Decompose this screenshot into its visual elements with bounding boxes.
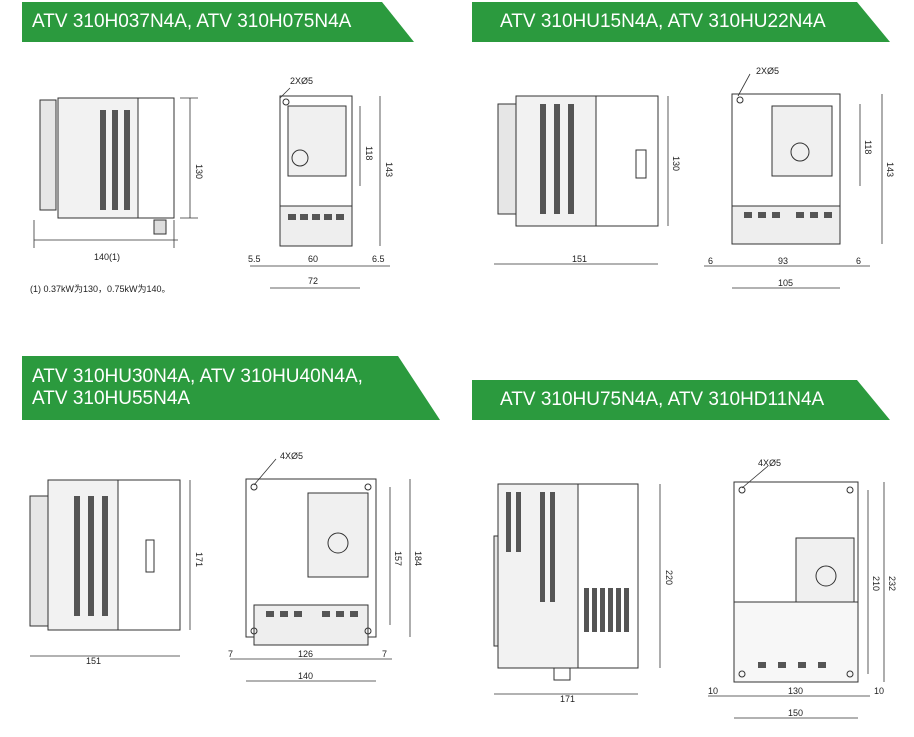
section-1-title: ATV 310H037N4A, ATV 310H075N4A	[22, 2, 414, 42]
s1-front-width-label: 72	[308, 276, 318, 286]
s4-front-height-label: 232	[887, 576, 897, 591]
s1-left-margin-label: 5.5	[248, 254, 261, 264]
s2-left-margin-label: 6	[708, 256, 713, 266]
s4-hole-span-label: 130	[788, 686, 803, 696]
s4-left-margin-label: 10	[708, 686, 718, 696]
s1-holes-label: 2XØ5	[290, 76, 313, 86]
s3-right-margin-label: 7	[382, 649, 387, 659]
s2-front-height-label: 143	[885, 162, 895, 177]
s1-front-height-label: 143	[384, 162, 394, 177]
s4-right-margin-label: 10	[874, 686, 884, 696]
section-4-title-text: ATV 310HU75N4A, ATV 310HD11N4A	[500, 389, 825, 410]
s3-side-width-label: 151	[86, 656, 101, 666]
section-3-title: ATV 310HU30N4A, ATV 310HU40N4A, ATV 310H…	[22, 356, 440, 420]
section-2-side-view: 151 130	[494, 95, 680, 265]
s2-side-width-label: 151	[572, 254, 587, 264]
s4-front-width-label: 150	[788, 708, 803, 718]
s1-hole-span-label: 60	[308, 254, 318, 264]
section-2-front-view: 2XØ5 118 143 6 93 6 105	[704, 66, 895, 289]
section-2-title: ATV 310HU15N4A, ATV 310HU22N4A	[472, 2, 890, 42]
s3-front-inner-height-label: 157	[393, 551, 403, 566]
s3-left-margin-label: 7	[228, 649, 233, 659]
s4-side-height-label: 220	[664, 570, 674, 585]
s1-right-margin-label: 6.5	[372, 254, 385, 264]
section-3-title-line2: ATV 310HU55N4A	[32, 388, 191, 409]
s4-side-width-label: 171	[560, 694, 575, 704]
s2-front-inner-height-label: 118	[863, 140, 873, 154]
s3-holes-label: 4XØ5	[280, 451, 303, 461]
section-1-front-view: 2XØ5 118 143 5.5 60 6.5 72	[248, 76, 394, 289]
section-4-title: ATV 310HU75N4A, ATV 310HD11N4A	[472, 380, 890, 420]
s3-front-height-label: 184	[413, 551, 423, 566]
section-4-side-view: 171 220	[493, 483, 674, 704]
section-4-front-view: 4XØ5 210 232 10 130 10 150	[708, 458, 897, 719]
s2-holes-label: 2XØ5	[756, 66, 779, 76]
s2-front-width-label: 105	[778, 278, 793, 288]
s4-holes-label: 4XØ5	[758, 458, 781, 468]
s2-side-height-label: 130	[671, 156, 680, 171]
section-3-title-line1: ATV 310HU30N4A, ATV 310HU40N4A,	[32, 366, 363, 387]
s2-right-margin-label: 6	[856, 256, 861, 266]
s4-front-inner-height-label: 210	[871, 576, 881, 591]
section-1-title-text: ATV 310H037N4A, ATV 310H075N4A	[32, 11, 352, 32]
s3-side-height-label: 171	[194, 552, 204, 567]
section-2-title-text: ATV 310HU15N4A, ATV 310HU22N4A	[500, 11, 826, 32]
s3-hole-span-label: 126	[298, 649, 313, 659]
s1-front-inner-height-label: 118	[364, 146, 374, 160]
s3-front-width-label: 140	[298, 671, 313, 681]
s1-side-height-label: 130	[194, 164, 204, 179]
s1-side-width-label: 140(1)	[94, 252, 120, 262]
section-3-front-view: 4XØ5 157 184 7 126 7 140	[228, 451, 423, 682]
section-3-side-view: 151 171	[29, 479, 204, 666]
section-1-side-view: 140(1) 130	[33, 97, 204, 262]
section-1-footnote: (1) 0.37kW为130，0.75kW为140。	[30, 284, 171, 294]
s2-hole-span-label: 93	[778, 256, 788, 266]
